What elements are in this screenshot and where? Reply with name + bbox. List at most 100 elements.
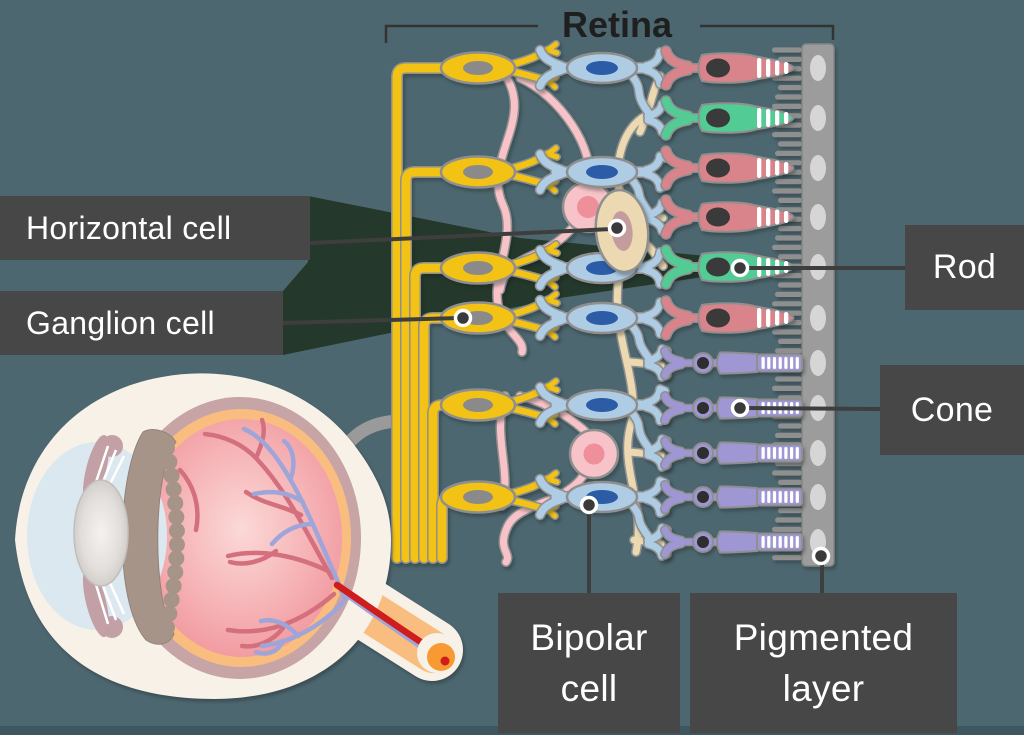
cone-nucleus xyxy=(697,357,709,369)
retinal-vessels-light xyxy=(241,426,348,656)
rod-nucleus xyxy=(706,108,730,128)
pigment-tooth xyxy=(772,301,802,307)
pigment-tooth xyxy=(778,282,802,288)
pointer-dot-rod xyxy=(730,258,750,278)
label-cone[interactable]: Cone xyxy=(880,365,1024,455)
cone-nucleus xyxy=(697,447,709,459)
bipolar-nucleus xyxy=(586,398,618,412)
pigment-tooth xyxy=(775,179,802,185)
label-pigmented-layer[interactable]: Pigmented layer xyxy=(690,593,957,733)
pigment-cell-nucleus xyxy=(810,484,826,510)
eye-cross-section-illustration xyxy=(15,373,463,699)
pigment-tooth xyxy=(772,470,802,476)
pointer-line-ganglion-cell xyxy=(282,316,460,325)
cone-nucleus xyxy=(697,491,709,503)
iris-bottom xyxy=(82,566,110,638)
pigment-tooth xyxy=(775,291,802,297)
cone-nucleus xyxy=(697,536,709,548)
pigment-tooth xyxy=(775,94,802,100)
rod-cell-green xyxy=(660,244,795,290)
diagram-title: Retina xyxy=(561,4,673,45)
ganglion-cell xyxy=(400,144,561,564)
pointer-dot-horizontal-cell xyxy=(607,218,627,238)
pigment-tooth xyxy=(778,423,802,429)
pigment-tooth xyxy=(778,197,802,203)
pigment-tooth xyxy=(772,47,802,53)
pigment-tooth xyxy=(772,385,802,391)
pointer-dot-pigmented-layer xyxy=(811,546,831,566)
pointer-line-cone xyxy=(743,406,881,411)
bipolar-cell xyxy=(534,148,672,236)
pigment-tooth xyxy=(772,132,802,138)
zonule-fibers xyxy=(92,445,126,625)
pigment-cell-nucleus xyxy=(810,204,826,230)
pointer-dot-bipolar-cell xyxy=(579,495,599,515)
pigment-tooth xyxy=(778,85,802,91)
rod-nucleus xyxy=(706,257,730,277)
ganglion-nucleus xyxy=(463,261,493,275)
retina-bracket xyxy=(384,24,835,43)
rod-nucleus xyxy=(706,207,730,227)
bipolar-nucleus xyxy=(586,61,618,75)
cone-cell xyxy=(660,436,803,470)
rod-cell xyxy=(660,295,795,341)
pigment-tooth xyxy=(778,254,802,260)
ganglion-nucleus xyxy=(463,398,493,412)
bipolar-nucleus xyxy=(586,311,618,325)
rod-nucleus xyxy=(706,158,730,178)
rod-cell xyxy=(660,45,795,91)
pigment-cell-nucleus xyxy=(810,305,826,331)
cone-cell xyxy=(660,346,803,380)
pigment-tooth xyxy=(772,329,802,335)
rod-cell xyxy=(660,194,795,240)
pigment-tooth xyxy=(775,235,802,241)
pigmented-layer-structure xyxy=(772,43,835,567)
pigment-cell-nucleus xyxy=(810,55,826,81)
retinal-vessels-dark xyxy=(177,417,337,649)
label-ganglion-cell[interactable]: Ganglion cell xyxy=(0,291,283,355)
cone-cell xyxy=(660,480,803,514)
rod-cell-green xyxy=(660,95,795,141)
pigment-tooth xyxy=(778,479,802,485)
pigment-tooth xyxy=(775,517,802,523)
pigment-tooth xyxy=(772,244,802,250)
pigment-tooth xyxy=(775,376,802,382)
pigment-cell-nucleus xyxy=(810,105,826,131)
pigment-tooth xyxy=(772,75,802,81)
pigment-tooth xyxy=(772,188,802,194)
ganglion-nucleus xyxy=(463,61,493,75)
pointer-dot-ganglion-cell xyxy=(453,308,473,328)
photoreceptors-layer xyxy=(660,45,803,559)
pointer-dot-cone xyxy=(730,398,750,418)
rod-nucleus xyxy=(706,58,730,78)
label-bipolar-cell[interactable]: Bipolar cell xyxy=(498,593,680,733)
label-rod[interactable]: Rod xyxy=(905,225,1024,310)
pigment-tooth xyxy=(775,348,802,354)
pigment-tooth xyxy=(772,555,802,561)
bipolar-cell xyxy=(534,294,672,382)
ganglion-nucleus xyxy=(463,490,493,504)
label-horizontal-cell[interactable]: Horizontal cell xyxy=(0,196,310,260)
cone-nucleus xyxy=(697,402,709,414)
pigment-tooth xyxy=(775,150,802,156)
bipolar-nucleus xyxy=(586,165,618,179)
pigment-tooth xyxy=(778,338,802,344)
pigment-tooth xyxy=(772,103,802,109)
pigment-tooth xyxy=(778,508,802,514)
pigment-cell-nucleus xyxy=(810,440,826,466)
pigment-cell-nucleus xyxy=(810,155,826,181)
rod-cell xyxy=(660,145,795,191)
pigment-tooth xyxy=(775,432,802,438)
ganglion-cells-layer xyxy=(391,40,561,564)
ganglion-nucleus xyxy=(463,165,493,179)
pointer-lines xyxy=(282,218,905,593)
cone-cell xyxy=(660,525,803,559)
pigment-tooth xyxy=(772,526,802,532)
pigment-tooth xyxy=(778,226,802,232)
rod-nucleus xyxy=(706,308,730,328)
lens xyxy=(73,479,129,587)
pigment-tooth xyxy=(778,141,802,147)
bipolar-cell xyxy=(534,381,672,472)
